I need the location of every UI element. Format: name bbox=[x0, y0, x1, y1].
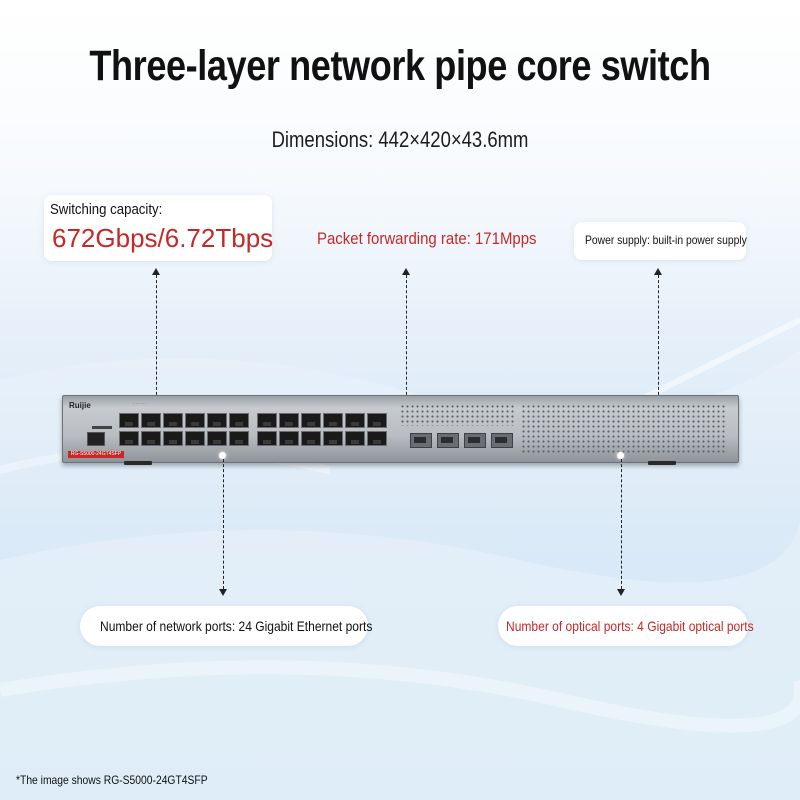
ethernet-port bbox=[229, 413, 249, 428]
status-led-strip bbox=[92, 426, 112, 429]
ethernet-port bbox=[323, 431, 343, 446]
footnote: *The image shows RG-S5000-24GT4SFP bbox=[16, 773, 208, 787]
power-supply-text: Power supply: built-in power supply bbox=[585, 233, 747, 247]
switch-foot bbox=[648, 461, 676, 465]
switching-capacity-card bbox=[44, 195, 272, 261]
ethernet-port bbox=[229, 431, 249, 446]
ethernet-port bbox=[279, 431, 299, 446]
ethernet-ports-group-2 bbox=[257, 413, 387, 446]
sfp-port bbox=[437, 433, 459, 448]
callout-dot-optical bbox=[617, 452, 624, 459]
ethernet-port bbox=[119, 431, 139, 446]
optical-ports-card bbox=[498, 606, 748, 646]
console-port bbox=[87, 432, 105, 446]
ethernet-port bbox=[185, 431, 205, 446]
vent-grille bbox=[400, 404, 516, 426]
ethernet-port bbox=[257, 431, 277, 446]
arrow-down-icon bbox=[617, 589, 625, 596]
arrow-down-icon bbox=[219, 589, 227, 596]
ethernet-port bbox=[301, 413, 321, 428]
callout-line-optical bbox=[621, 459, 622, 589]
ethernet-port bbox=[301, 431, 321, 446]
ethernet-port bbox=[367, 431, 387, 446]
ethernet-port bbox=[323, 413, 343, 428]
callout-line-network bbox=[223, 459, 224, 589]
power-supply-card bbox=[574, 222, 746, 260]
ethernet-port bbox=[257, 413, 277, 428]
ethernet-port bbox=[345, 431, 365, 446]
ethernet-port bbox=[119, 413, 139, 428]
brand-logo: Ruijie bbox=[69, 401, 91, 410]
callout-dot-network bbox=[219, 452, 226, 459]
ethernet-port bbox=[345, 413, 365, 428]
ethernet-port bbox=[279, 413, 299, 428]
ethernet-ports-group-1 bbox=[119, 413, 249, 446]
silkscreen-label: · · · · · · bbox=[133, 401, 147, 406]
ethernet-port bbox=[185, 413, 205, 428]
callout-line-power bbox=[658, 275, 659, 400]
arrow-up-icon bbox=[152, 268, 160, 275]
sfp-port bbox=[491, 433, 513, 448]
ethernet-port bbox=[207, 431, 227, 446]
arrow-up-icon bbox=[402, 268, 410, 275]
ethernet-port bbox=[207, 413, 227, 428]
network-ports-card bbox=[80, 606, 368, 646]
sfp-port bbox=[464, 433, 486, 448]
arrow-up-icon bbox=[654, 268, 662, 275]
ethernet-port bbox=[163, 431, 183, 446]
ethernet-port bbox=[163, 413, 183, 428]
packet-forwarding-rate: Packet forwarding rate: 171Mpps bbox=[317, 229, 537, 248]
ethernet-port bbox=[141, 431, 161, 446]
dimensions-text: Dimensions: 442×420×43.6mm bbox=[271, 127, 529, 152]
callout-line-forwarding bbox=[406, 275, 407, 400]
switch-foot bbox=[124, 461, 152, 465]
optical-ports-text: Number of optical ports: 4 Gigabit optic… bbox=[506, 618, 754, 634]
switch-device: Ruijie · · · · · · RG-S5000-24GT4SFP bbox=[62, 395, 739, 463]
switching-capacity-label: Switching capacity: bbox=[50, 201, 163, 218]
vent-grille bbox=[521, 404, 726, 454]
network-ports-text: Number of network ports: 24 Gigabit Ethe… bbox=[100, 618, 373, 634]
ethernet-port bbox=[367, 413, 387, 428]
sfp-port bbox=[410, 433, 432, 448]
switching-capacity-value: 672Gbps/6.72Tbps bbox=[52, 223, 274, 253]
callout-line-capacity bbox=[156, 275, 157, 400]
ethernet-port bbox=[141, 413, 161, 428]
model-badge: RG-S5000-24GT4SFP bbox=[68, 451, 124, 458]
page-title: Three-layer network pipe core switch bbox=[89, 42, 711, 90]
